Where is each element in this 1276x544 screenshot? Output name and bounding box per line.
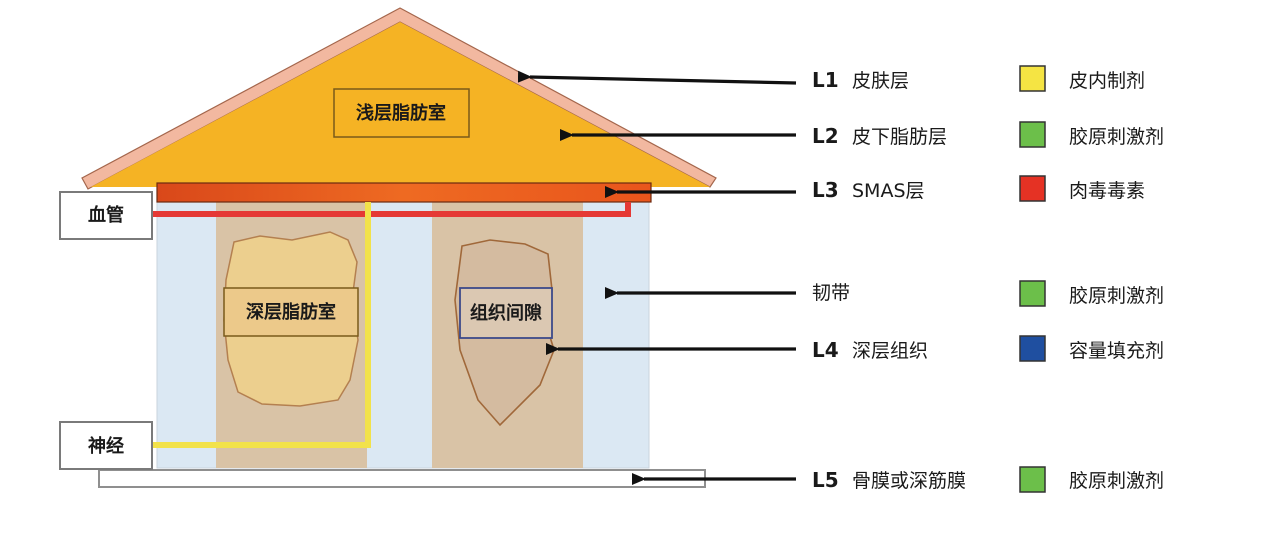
green-square-icon [1019,466,1046,493]
layer-name: 骨膜或深筋膜 [852,470,966,492]
blood-vessel-line [152,202,631,217]
vessel-label-box [59,191,153,240]
shallow-fat-box [333,88,470,138]
product-name: 胶原刺激剂 [1069,285,1164,307]
layer-name: 皮肤层 [852,70,909,92]
product-name: 胶原刺激剂 [1069,470,1164,492]
layer-name: 韧带 [812,282,850,304]
legend-row-l1: L1 皮肤层 皮内制剂 [812,65,1145,92]
layer-code: L3 [812,178,839,202]
nerve-label-box [59,421,153,470]
legend-row-l4: L4 深层组织 容量填充剂 [812,335,1164,362]
subcutaneous-fat-layer [91,22,710,187]
layer-name: 深层组织 [852,340,928,362]
legend-row-ligament: 韧带 胶原刺激剂 [812,280,1164,307]
layer-name: SMAS层 [852,180,925,202]
legend-row-l5: L5 骨膜或深筋膜 胶原刺激剂 [812,466,1164,493]
arrow-l1 [517,70,797,85]
smas-layer [156,182,652,203]
nerve-label: 神经 [88,435,124,457]
layer-code: L5 [812,468,839,492]
layer-code: L1 [812,68,839,92]
periosteum-base [98,469,706,488]
shallow-fat-label: 浅层脂肪室 [356,102,446,124]
product-name: 肉毒毒素 [1069,180,1145,202]
red-square-icon [1019,175,1046,202]
legend-row-l3: L3 SMAS层 肉毒毒素 [812,175,1145,202]
green-square-icon [1019,121,1046,148]
tissue-gap-label: 组织间隙 [470,302,542,324]
layer-code: L4 [812,338,839,362]
product-name: 皮内制剂 [1069,70,1145,92]
deep-fat-box [223,287,359,337]
green-square-icon [1019,280,1046,307]
product-name: 容量填充剂 [1069,340,1164,362]
nerve-line [153,202,371,448]
blue-square-icon [1019,335,1046,362]
yellow-square-icon [1019,65,1046,92]
product-name: 胶原刺激剂 [1069,126,1164,148]
vessel-label: 血管 [88,204,124,226]
legend-row-l2: L2 皮下脂肪层 胶原刺激剂 [812,121,1164,148]
tissue-gap-box [459,287,553,339]
layer-code: L2 [812,124,839,148]
layer-name: 皮下脂肪层 [852,126,947,148]
deep-fat-label: 深层脂肪室 [246,301,336,323]
